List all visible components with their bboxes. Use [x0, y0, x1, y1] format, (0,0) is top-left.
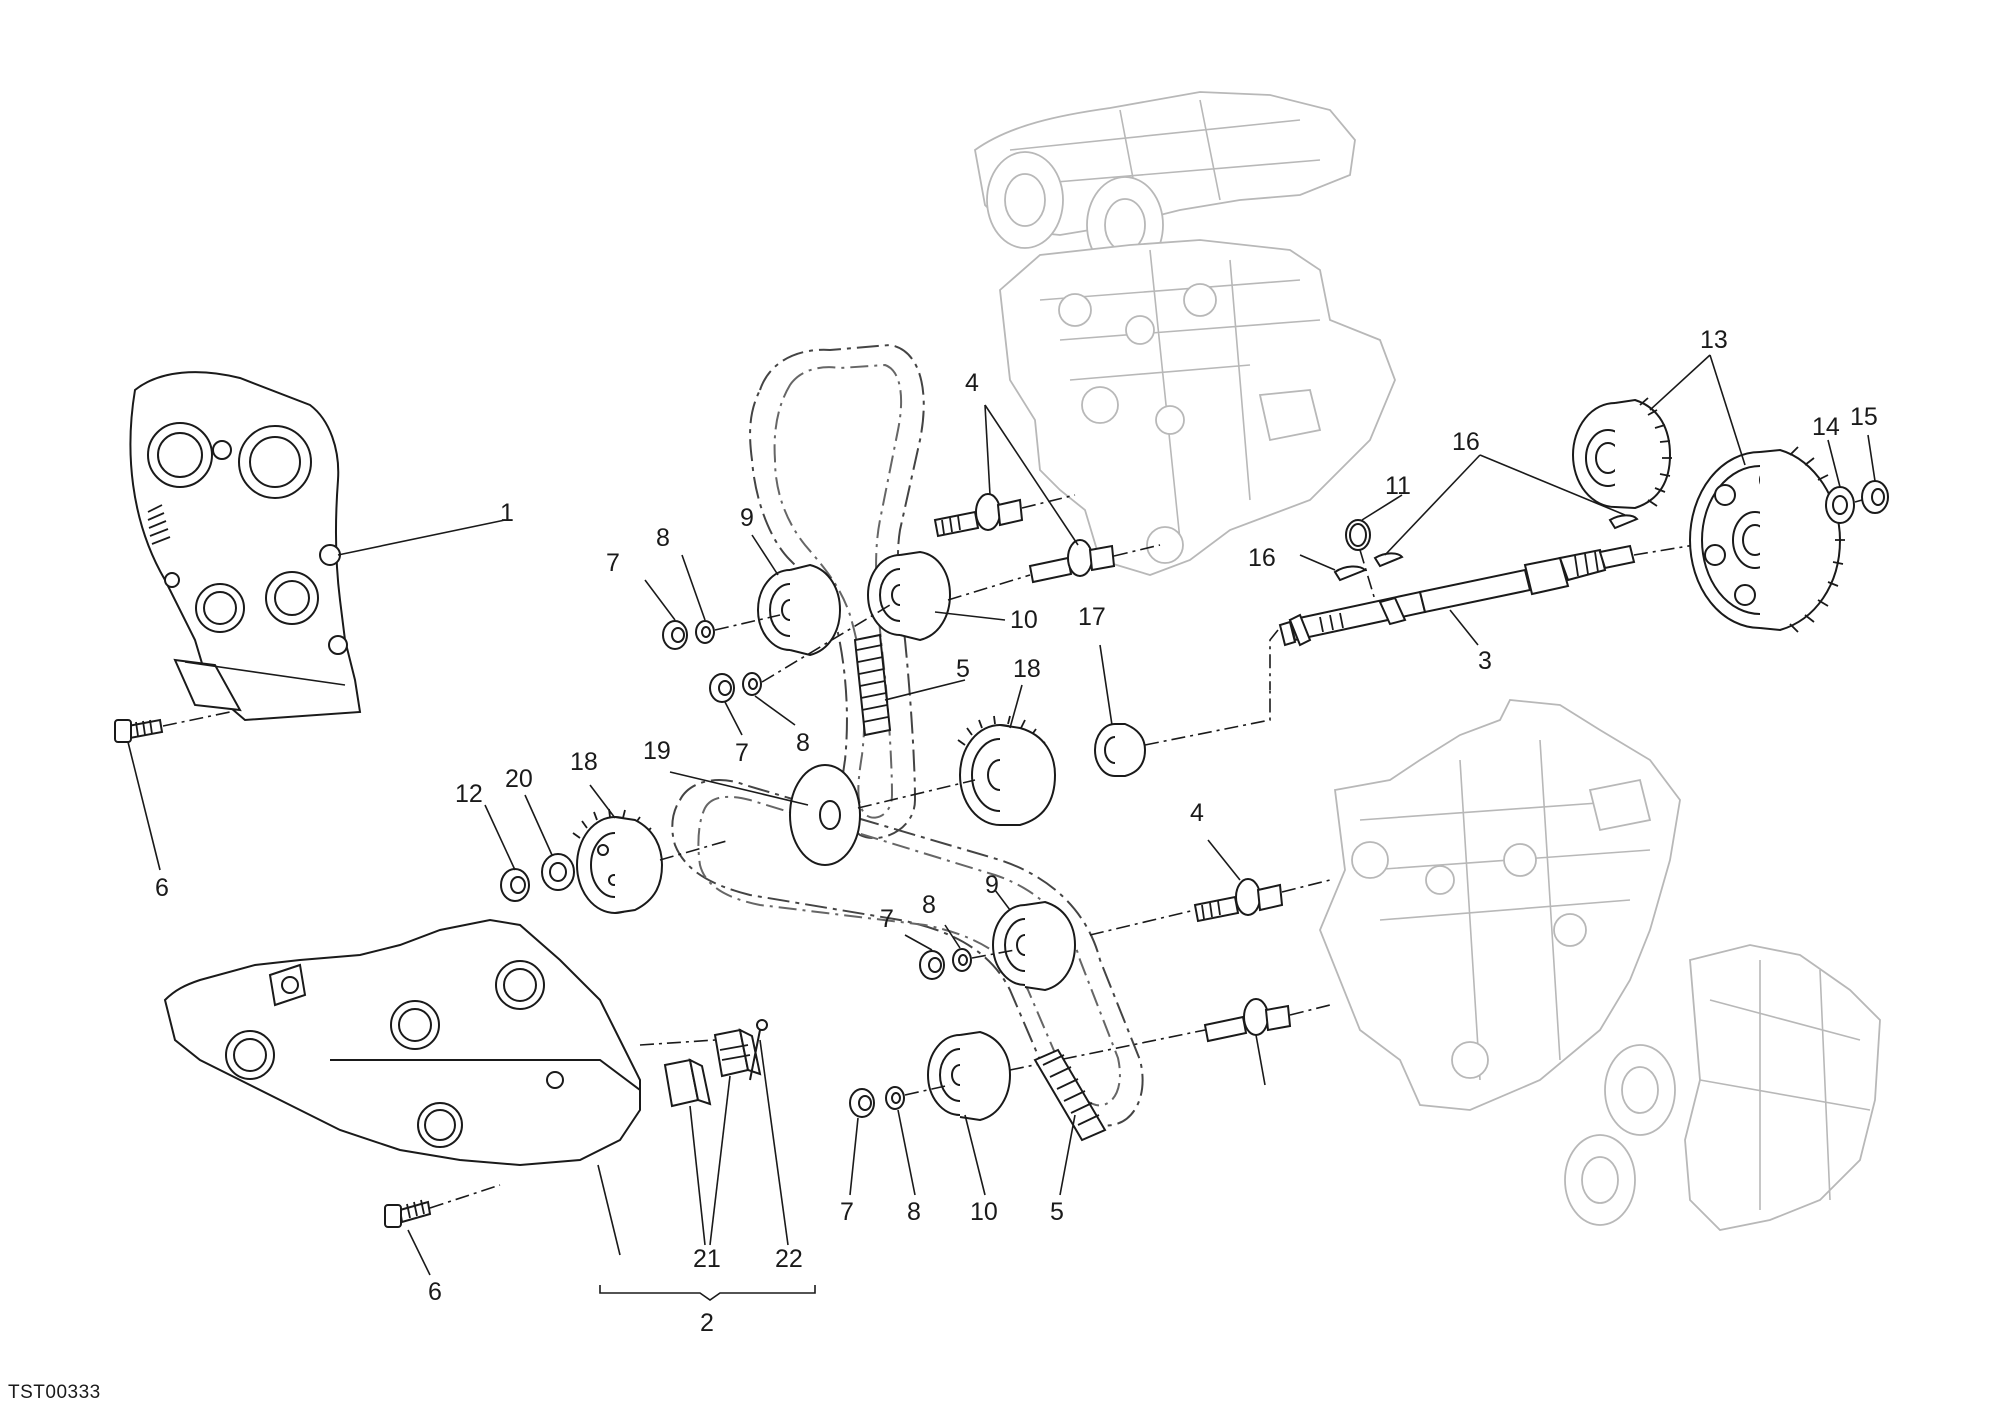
callout-11: 11: [1385, 472, 1411, 500]
cover-grommet-b[interactable]: [713, 1028, 762, 1078]
lower-idler-pin-a[interactable]: [1193, 878, 1284, 923]
callout-8c: 8: [922, 891, 936, 919]
lower-cover-bolt[interactable]: [384, 1199, 432, 1228]
callout-7a: 7: [606, 549, 620, 577]
grommet-screw[interactable]: [749, 1019, 768, 1081]
upper-cylinder-head: [999, 239, 1396, 576]
pulley-thrust-washer[interactable]: [789, 764, 861, 866]
upper-idler-pin-b[interactable]: [1028, 539, 1116, 584]
gear-washer[interactable]: [1825, 486, 1855, 524]
shaft-key-b[interactable]: [1373, 552, 1404, 568]
upper-right-idler-washer[interactable]: [742, 672, 762, 696]
callout-4a: 4: [965, 369, 979, 397]
callout-3: 3: [1478, 647, 1492, 675]
lower-right-idler-nut[interactable]: [849, 1088, 875, 1118]
callout-16a: 16: [1452, 428, 1480, 456]
callout-13: 13: [1700, 326, 1728, 354]
small-drive-gear[interactable]: [1572, 397, 1672, 510]
callout-1: 1: [500, 499, 514, 527]
callout-19: 19: [643, 737, 671, 765]
callout-8d: 8: [907, 1198, 921, 1226]
callout-5b: 5: [1050, 1198, 1064, 1226]
shaft-bearing[interactable]: [1094, 723, 1147, 777]
callout-7d: 7: [840, 1198, 854, 1226]
upper-right-idler-nut[interactable]: [709, 673, 735, 703]
upper-right-idler[interactable]: [867, 550, 952, 642]
lower-left-idler-nut[interactable]: [919, 950, 945, 980]
upper-belt-cover[interactable]: [129, 371, 362, 722]
callout-16b: 16: [1248, 544, 1276, 572]
shaft-key-c[interactable]: [1608, 514, 1639, 530]
upper-cover-bolt[interactable]: [114, 718, 164, 743]
diagram-code: TST00333: [8, 1382, 101, 1403]
lower-idler-pin-b[interactable]: [1203, 998, 1292, 1043]
shaft-circlip[interactable]: [1345, 519, 1371, 551]
callout-8a: 8: [656, 524, 670, 552]
callout-18a: 18: [1013, 655, 1041, 683]
lower-left-idler-washer[interactable]: [952, 948, 972, 972]
lower-right-idler-washer[interactable]: [885, 1086, 905, 1110]
upper-idler-pin-a[interactable]: [933, 493, 1024, 538]
part-2-bracket: [599, 1285, 816, 1301]
cover-grommet-a[interactable]: [663, 1058, 712, 1108]
lower-right-idler[interactable]: [927, 1030, 1012, 1122]
pulley-nut[interactable]: [500, 868, 530, 902]
callout-6a: 6: [155, 874, 169, 902]
callout-7b: 7: [735, 739, 749, 767]
callout-12: 12: [455, 780, 483, 808]
upper-left-idler-washer[interactable]: [695, 620, 715, 644]
callout-9b: 9: [985, 871, 999, 899]
upper-left-idler-nut[interactable]: [662, 620, 688, 650]
lower-cylinder-head: [1319, 699, 1681, 1111]
intermediate-shaft[interactable]: [1278, 544, 1636, 647]
callout-9a: 9: [740, 504, 754, 532]
lower-belt-cover[interactable]: [163, 918, 641, 1167]
lower-left-idler[interactable]: [992, 900, 1077, 992]
gear-nut[interactable]: [1861, 480, 1889, 514]
callout-7c: 7: [880, 905, 894, 933]
callout-18b: 18: [570, 748, 598, 776]
callout-8b: 8: [796, 729, 810, 757]
callout-15: 15: [1850, 403, 1878, 431]
large-drive-gear[interactable]: [1689, 446, 1845, 633]
upper-belt-segment[interactable]: [853, 633, 892, 737]
callout-10a: 10: [1010, 606, 1038, 634]
callout-10b: 10: [970, 1198, 998, 1226]
middle-timing-pulley[interactable]: [957, 715, 1057, 826]
shaft-key-a[interactable]: [1333, 565, 1367, 582]
callout-5a: 5: [956, 655, 970, 683]
lower-belt-segment[interactable]: [1033, 1048, 1107, 1142]
callout-6b: 6: [428, 1278, 442, 1306]
callout-2: 2: [700, 1309, 714, 1337]
callout-14: 14: [1812, 413, 1840, 441]
callout-22: 22: [775, 1245, 803, 1273]
callout-20: 20: [505, 765, 533, 793]
callout-21: 21: [693, 1245, 721, 1273]
upper-timing-belt: [749, 343, 925, 840]
pulley-washer[interactable]: [541, 853, 575, 891]
upper-left-idler[interactable]: [757, 563, 842, 657]
callout-4b: 4: [1190, 799, 1204, 827]
lower-camshaft-assembly: [1564, 944, 1881, 1231]
left-timing-pulley[interactable]: [572, 808, 664, 914]
callout-17: 17: [1078, 603, 1106, 631]
callout-labels: 1 2 3 4 4 5 5 6 6 7 7 7 7 8 8 8 8 9 9 10…: [155, 326, 1878, 1337]
